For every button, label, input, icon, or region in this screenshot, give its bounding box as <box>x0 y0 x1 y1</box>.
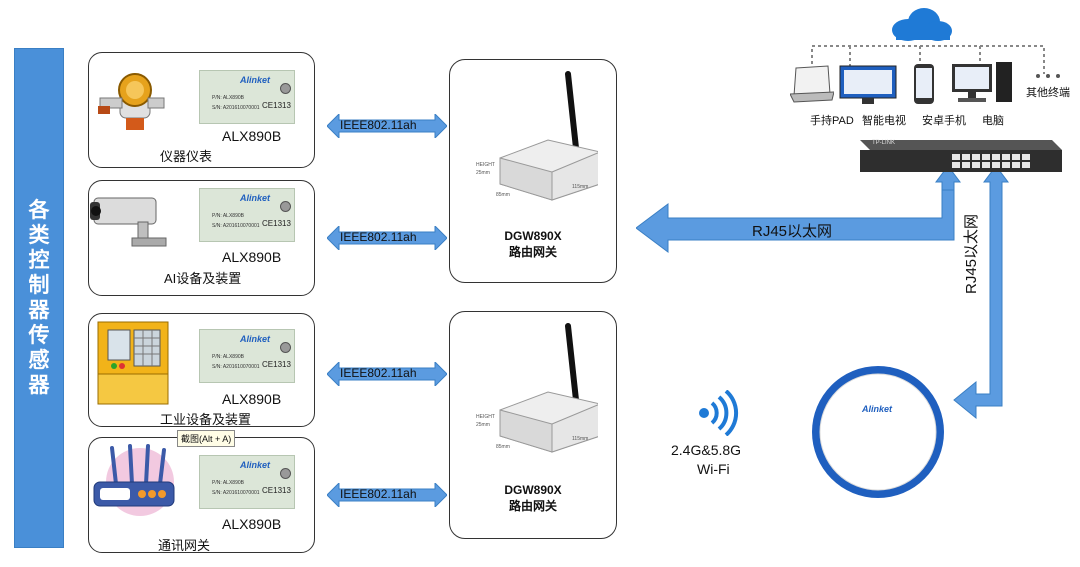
module-model-label: ALX890B <box>222 391 282 407</box>
wifi-label: Wi-Fi <box>697 461 730 477</box>
protocol-arrow <box>327 114 447 138</box>
gateway-subtitle: 路由网关 <box>508 245 557 259</box>
module-pn: P/N: ALX890B <box>212 213 244 219</box>
dimension-height: 25mm <box>476 422 490 428</box>
meter-icon <box>98 73 165 130</box>
tablet-icon <box>790 65 834 103</box>
wifi-signal-icon <box>699 390 739 436</box>
wifi-band-label: 2.4G&5.8G <box>671 442 742 458</box>
module-model-label: ALX890B <box>222 249 282 265</box>
terminal-label-tv: 智能电视 <box>862 115 906 127</box>
module-card: Alinket P/N: ALX890B S/N: A201610070001 … <box>199 329 295 383</box>
module-pn: P/N: ALX890B <box>212 480 244 486</box>
device-label: AI设备及装置 <box>164 271 242 286</box>
router-icon <box>93 444 175 516</box>
category-sidebar: 各类控制器传感器 <box>14 48 64 548</box>
rj45-horizontal-label: RJ45以太网 <box>752 223 833 240</box>
gateway-subtitle: 路由网关 <box>508 499 557 513</box>
protocol-label: IEEE802.11ah <box>340 230 417 244</box>
protocol-label: IEEE802.11ah <box>340 487 417 501</box>
sidebar-title: 各类控制器传感器 <box>28 199 50 397</box>
switch-brand: TP-LINK <box>872 140 896 146</box>
screw-icon <box>280 201 291 212</box>
module-ce: CE1313 <box>262 360 291 369</box>
module-sn: S/N: A201610070001 <box>212 105 260 111</box>
dimension-depth: 85mm <box>496 192 510 198</box>
dimension-depth: 85mm <box>496 444 510 450</box>
screenshot-tooltip: 截图(Alt + A) <box>177 430 236 447</box>
module-ce: CE1313 <box>262 101 291 110</box>
protocol-label: IEEE802.11ah <box>340 118 417 132</box>
protocol-arrow <box>327 226 447 250</box>
gateway-name: DGW890X <box>504 229 562 243</box>
device-label: 仪器仪表 <box>160 149 213 164</box>
camera-icon <box>90 197 167 247</box>
smart-tv-icon <box>839 65 897 104</box>
module-brand: Alinket <box>239 460 270 470</box>
module-model-label: ALX890B <box>222 516 282 532</box>
protocol-label: IEEE802.11ah <box>340 366 417 380</box>
dimension-tag: HEIGHT <box>476 162 495 168</box>
module-sn: S/N: A201610070001 <box>212 364 260 370</box>
module-ce: CE1313 <box>262 486 291 495</box>
network-switch-icon <box>860 140 1062 172</box>
module-brand: Alinket <box>239 75 270 85</box>
dimension-width: 115mm <box>572 436 589 442</box>
gateway-device-icon <box>499 323 598 453</box>
module-pn: P/N: ALX890B <box>212 354 244 360</box>
device-label: 工业设备及装置 <box>160 412 252 427</box>
module-brand: Alinket <box>239 193 270 203</box>
dimension-height: 25mm <box>476 170 490 176</box>
gateway-box: HEIGHT 25mm 85mm 115mm DGW890X 路由网关 <box>449 311 617 539</box>
screw-icon <box>280 468 291 479</box>
module-card: Alinket P/N: ALX890B S/N: A201610070001 … <box>199 455 295 509</box>
module-card: Alinket P/N: ALX890B S/N: A201610070001 … <box>199 188 295 242</box>
industrial-cabinet-icon <box>97 321 169 405</box>
terminal-label-handheld: 手持PAD <box>810 115 854 127</box>
terminal-connections <box>811 45 1060 78</box>
device-label: 通讯网关 <box>158 538 211 553</box>
screw-icon <box>280 342 291 353</box>
phone-icon <box>914 64 934 104</box>
dimension-width: 115mm <box>572 184 589 190</box>
module-card: Alinket P/N: ALX890B S/N: A201610070001 … <box>199 70 295 124</box>
module-brand: Alinket <box>239 334 270 344</box>
rj45-vertical-label: RJ45以太网 <box>963 213 980 294</box>
module-sn: S/N: A201610070001 <box>212 490 260 496</box>
module-model-label: ALX890B <box>222 128 282 144</box>
cloud-icon <box>892 8 952 41</box>
gateway-name: DGW890X <box>504 483 562 497</box>
screw-icon <box>280 83 291 94</box>
gateway-box: HEIGHT 25mm 85mm 115mm DGW890X 路由网关 <box>449 59 617 283</box>
module-sn: S/N: A201610070001 <box>212 223 260 229</box>
terminal-label-pc: 电脑 <box>982 115 1004 127</box>
protocol-arrow <box>327 483 447 507</box>
ap-brand: Alinket <box>862 404 893 414</box>
gateway-device-icon <box>499 71 598 201</box>
dimension-tag: HEIGHT <box>476 414 495 420</box>
terminal-label-other: 其他终端 <box>1026 87 1070 99</box>
access-point-icon <box>812 366 944 498</box>
module-ce: CE1313 <box>262 219 291 228</box>
protocol-arrow <box>327 362 447 386</box>
terminal-label-android: 安卓手机 <box>922 115 966 127</box>
desktop-pc-icon <box>952 62 1012 102</box>
module-pn: P/N: ALX890B <box>212 95 244 101</box>
